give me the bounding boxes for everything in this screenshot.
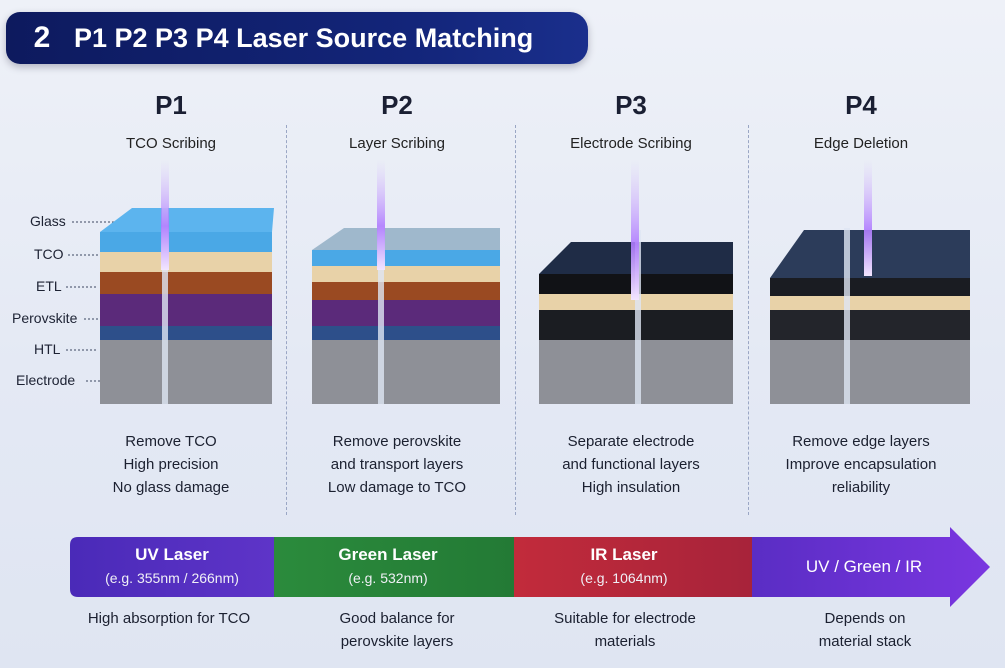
layer-label-glass: Glass (30, 213, 66, 229)
description-line: reliability (831, 479, 891, 496)
description-line: Low damage to TCO (327, 479, 467, 496)
green-laser-note: Good balance for perovskite layers (282, 607, 512, 653)
p1-stack-illustration (100, 160, 274, 404)
note-line: materials (594, 633, 656, 650)
column-divider (286, 125, 287, 515)
mixed-laser-note: Depends on material stack (750, 607, 980, 653)
column-p2: P2 Layer Scribing (282, 88, 512, 154)
column-label: P3 (615, 90, 647, 120)
description-line: Remove TCO (125, 433, 217, 450)
description-line: High precision (123, 456, 219, 473)
description-line: Remove perovskite (332, 433, 462, 450)
column-divider (748, 125, 749, 515)
note-line: Suitable for electrode (554, 610, 696, 627)
description-line: Separate electrode (567, 433, 695, 450)
layer-label-perovskite: Perovskite (12, 310, 78, 326)
green-laser-example: (e.g. 532nm) (348, 570, 428, 586)
column-label: P1 (155, 90, 187, 120)
p2-description: Remove perovskite and transport layers L… (282, 430, 512, 499)
layer-label-electrode: Electrode (16, 372, 76, 388)
layer-label-htl: HTL (34, 341, 61, 357)
layer-label-etl: ETL (36, 278, 62, 294)
column-process: Edge Deletion (813, 135, 909, 152)
p3-stack-illustration (539, 160, 733, 404)
p1-description: Remove TCO High precision No glass damag… (56, 430, 286, 499)
note-line: Depends on (824, 610, 906, 627)
mixed-laser-label: UV / Green / IR (805, 557, 923, 576)
column-p4: P4 Edge Deletion (746, 88, 976, 154)
uv-laser-example: (e.g. 355nm / 266nm) (105, 570, 239, 586)
description-line: Remove edge layers (792, 433, 930, 450)
column-divider (515, 125, 516, 515)
p3-description: Separate electrode and functional layers… (516, 430, 746, 499)
page-title: P1 P2 P3 P4 Laser Source Matching (74, 23, 534, 53)
uv-laser-label: UV Laser (135, 545, 209, 564)
column-process: Layer Scribing (349, 135, 445, 152)
note-line: material stack (818, 633, 912, 650)
column-label: P2 (381, 90, 413, 120)
description-line: No glass damage (112, 479, 230, 496)
note-line: Good balance for (339, 610, 455, 627)
column-process: TCO Scribing (125, 135, 217, 152)
green-laser-label: Green Laser (338, 545, 438, 564)
note-line: perovskite layers (340, 633, 454, 650)
ir-laser-example: (e.g. 1064nm) (580, 570, 668, 586)
layer-label-tco: TCO (34, 246, 64, 262)
ir-laser-label: IR Laser (590, 545, 658, 564)
ir-laser-note: Suitable for electrode materials (510, 607, 740, 653)
p4-stack-illustration (770, 160, 970, 404)
description-line: and functional layers (562, 456, 700, 473)
note-line: High absorption for TCO (87, 610, 251, 627)
description-line: and transport layers (330, 456, 464, 473)
column-p3: P3 Electrode Scribing (516, 88, 746, 154)
section-number: 2 (33, 21, 51, 54)
description-line: High insulation (581, 479, 681, 496)
column-label: P4 (845, 90, 877, 120)
uv-laser-note: High absorption for TCO (54, 607, 284, 630)
p2-stack-illustration (312, 160, 500, 404)
laser-arrow-band (70, 527, 990, 607)
description-line: Improve encapsulation (785, 456, 937, 473)
column-p1: P1 TCO Scribing (56, 88, 286, 154)
title-banner: 2 P1 P2 P3 P4 Laser Source Matching (6, 12, 588, 64)
column-process: Electrode Scribing (570, 135, 692, 152)
p4-description: Remove edge layers Improve encapsulation… (746, 430, 976, 499)
